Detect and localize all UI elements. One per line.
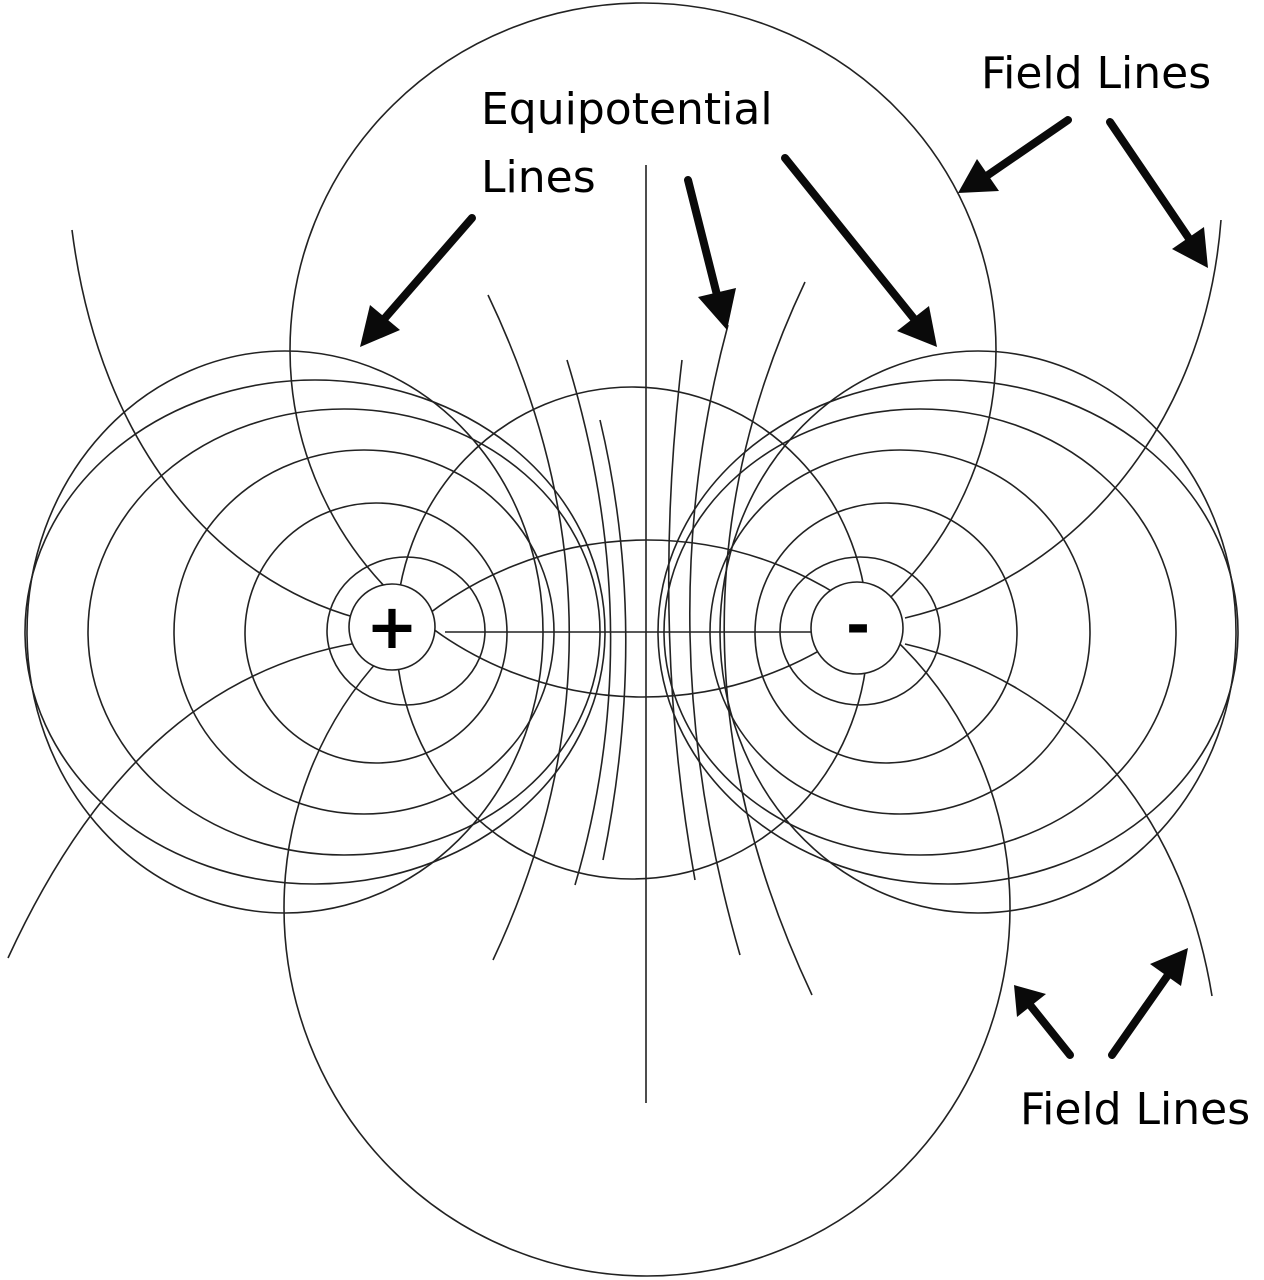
arrow-equipotential-center [684, 176, 736, 330]
central-curve-right-inner [667, 359, 696, 881]
arrow-field-top-left [958, 116, 1072, 193]
field-line-middle-circle [395, 386, 869, 880]
field-line-upper-right-arc [904, 219, 1222, 619]
equipotential-ring [244, 502, 508, 764]
arrow-equipotential-left [360, 214, 476, 347]
field-line-bottom-circle [283, 539, 1011, 1277]
central-curve-right-mid [688, 324, 741, 956]
central-curve-left-outer [487, 294, 571, 961]
equipotential-ring [779, 556, 941, 706]
positive-charge-circle [348, 583, 436, 671]
field-line-lower-right-arc [904, 643, 1213, 997]
field-lines-label-top: Field Lines [981, 48, 1211, 99]
negative-sign: - [846, 591, 870, 659]
negative-charge-circle [810, 581, 904, 675]
positive-charge: + [348, 583, 436, 671]
central-curve-right-outer [723, 281, 813, 996]
arrow-field-bottom-right [1108, 948, 1188, 1059]
annotation-arrows [360, 116, 1208, 1059]
labels: Equipotential Lines Field Lines Field Li… [481, 48, 1250, 1135]
equipotential-label-line1: Equipotential [481, 84, 773, 135]
field-line-lower-left-arc [7, 642, 358, 959]
positive-sign: + [366, 590, 418, 663]
central-curve-left-inner [599, 419, 627, 861]
arrow-equipotential-right [781, 154, 937, 347]
equipotential-ring [326, 556, 486, 706]
arrow-field-top-right [1106, 118, 1208, 268]
negative-charge: - [810, 581, 904, 675]
arrow-field-bottom-left [1014, 985, 1074, 1059]
equipotential-ring [754, 502, 1018, 764]
central-equipotentials [445, 165, 818, 1103]
field-lines-label-bottom: Field Lines [1020, 1084, 1250, 1135]
equipotential-label-line2: Lines [481, 152, 596, 203]
central-curve-left-mid [566, 359, 612, 886]
field-line-upper-left-arc [71, 229, 358, 619]
field-line-top-circle [289, 2, 997, 698]
